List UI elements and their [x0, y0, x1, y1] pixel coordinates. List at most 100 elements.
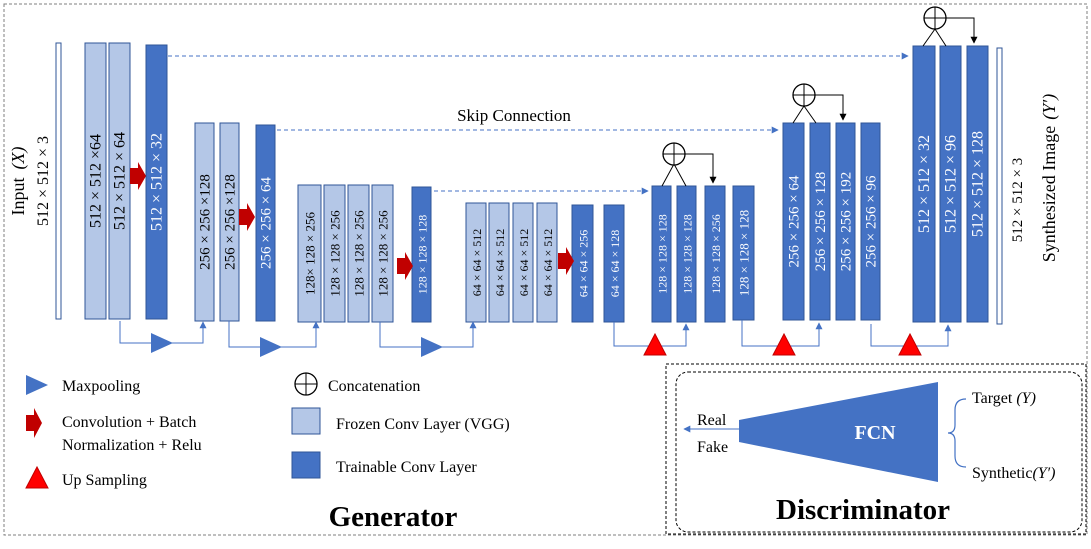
concat-node-2: [792, 83, 847, 124]
decoder-layer-7: [835, 122, 856, 321]
decoder-layer-9: [912, 45, 936, 323]
fake-label: Fake: [697, 439, 728, 456]
skip-connection-label: Skip Connection: [457, 106, 571, 125]
encoder-layer-label-2: 512 × 512 × 64: [112, 132, 129, 230]
decoder-layer-label-7: 256 × 256 × 192: [839, 172, 855, 271]
red-arrow-right-icon: [239, 203, 255, 231]
encoder-layer-label-3: 512 × 512 × 32: [149, 133, 166, 231]
decoder-layer-label-6: 256 × 256 × 128: [813, 172, 829, 271]
upsample-icon: [643, 332, 667, 356]
output-label: Synthesized Image(Y′): [1039, 94, 1060, 262]
encoder-layer-14: [512, 202, 534, 323]
maxpool-markers: [151, 333, 443, 357]
encoder-layer-6: [255, 124, 276, 322]
legend-concat-label: Concatenation: [328, 378, 420, 395]
concat-node-3: [922, 6, 978, 47]
maxpool-icon: [26, 375, 48, 395]
decoder-layer-label-1: 128 × 128 × 128: [656, 214, 670, 294]
red-arrow-right-icon: [558, 247, 574, 275]
fcn-block: [739, 382, 938, 482]
encoder-layer-4: [194, 122, 215, 322]
legend-frozen-label: Frozen Conv Layer (VGG): [336, 416, 510, 433]
upsample-markers: [643, 332, 922, 356]
encoder-layer-label-11: 128 × 128 × 128: [416, 215, 430, 295]
encoder-layer-label-17: 64 × 64 × 128: [608, 230, 622, 298]
encoder-layer-label-13: 64 × 64 × 512: [493, 229, 507, 297]
encoder-layer-label-4: 256 × 256 ×128: [198, 174, 214, 270]
discriminator-title: Discriminator: [776, 494, 950, 526]
encoder-layer-label-7: 128× 128 × 256: [303, 212, 318, 295]
decoder-layer-10: [939, 45, 962, 323]
decoder-layer-label-2: 128 × 128 × 128: [681, 214, 695, 294]
trainable-swatch: [291, 451, 321, 479]
fcn-label: FCN: [854, 422, 896, 444]
maxpool-icon: [260, 337, 282, 357]
maxpool-icon: [421, 337, 443, 357]
encoder-layer-9: [347, 184, 370, 323]
upsample-icon: [772, 332, 796, 356]
decoder-layer-label-8: 256 × 256 × 96: [864, 175, 880, 267]
frozen-swatch: [291, 407, 321, 435]
encoder-layer-11: [411, 186, 432, 323]
encoder-layer-13: [488, 202, 510, 323]
decoder-layer-label-10: 512 × 512 × 96: [943, 135, 960, 233]
legend-conv-label-2: Normalization + Relu: [62, 437, 202, 454]
discriminator: FCN Real Fake Target(Y) Synthetic(Y′) Di…: [683, 382, 1056, 526]
discriminator-inner-border: [675, 371, 1083, 533]
input-brace: [947, 398, 967, 468]
decoder-layer-3: [704, 185, 726, 323]
decoder-layer-label-9: 512 × 512 × 32: [916, 135, 933, 233]
upsample-icon: [25, 465, 49, 489]
decoder-layer-4: [732, 185, 755, 321]
synthetic-label: Synthetic(Y′): [972, 465, 1056, 482]
encoder-layer-label-6: 256 × 256 × 64: [259, 177, 275, 269]
encoder-layer-label-5: 256 × 256 ×128: [223, 174, 239, 270]
decoder-layer-label-11: 512 × 512 × 128: [970, 131, 987, 237]
decoder-layer-label-4: 128 × 128 × 128: [737, 210, 752, 296]
legend-trainable-label: Trainable Conv Layer: [336, 459, 477, 476]
encoder-layer-label-12: 64 × 64 × 512: [470, 229, 484, 297]
decoder-layer-label-5: 256 × 256 × 64: [787, 175, 803, 267]
skip-connections: [168, 52, 909, 195]
decoder-layer-2: [676, 185, 697, 323]
generator-border: [3, 3, 1088, 536]
encoder-layer-1: [84, 42, 107, 320]
decoder-layer-8: [860, 122, 881, 321]
decoder-layer-6: [809, 122, 831, 321]
encoder-layer-label-8: 128 × 128 × 256: [328, 210, 343, 297]
red-arrow-right-icon: [397, 252, 413, 280]
legend: Maxpooling Convolution + Batch Normaliza…: [25, 372, 510, 489]
encoder-layer-label-9: 128 × 128 × 256: [352, 210, 367, 297]
maxpool-icon: [151, 333, 173, 353]
decoder-layer-label-3: 128 × 128 × 256: [709, 214, 723, 294]
target-label: Target(Y): [972, 390, 1036, 407]
encoder-layer-15: [536, 202, 558, 323]
input-dims: 512 × 512 × 3: [35, 136, 52, 226]
concat-nodes: [661, 6, 978, 187]
output-dims: 512 × 512 × 3: [1010, 158, 1026, 242]
encoder-layer-label-10: 128 × 128 × 256: [376, 210, 391, 297]
concat-node-1: [661, 142, 717, 187]
red-arrow-right-icon: [130, 162, 146, 190]
layer-blocks: 512 × 512 ×64 512 × 512 × 64 512 × 512 × 3…: [84, 42, 989, 323]
legend-upsample-label: Up Sampling: [62, 472, 147, 489]
generator-title: Generator: [329, 501, 458, 533]
legend-maxpool-label: Maxpooling: [62, 378, 140, 395]
decoder-layer-11: [966, 45, 989, 323]
encoder-layer-8: [323, 184, 346, 323]
decoder-layer-1: [651, 185, 672, 323]
encoder-layer-3: [145, 44, 168, 320]
encoder-layer-label-1: 512 × 512 ×64: [88, 134, 105, 228]
encoder-layer-10: [371, 184, 394, 323]
encoder-layer-7: [297, 184, 322, 323]
input-label: Input(X): [8, 147, 29, 216]
input-image-bar: [55, 42, 62, 320]
red-arrow-right-icon: [26, 408, 42, 438]
upsample-icon: [898, 332, 922, 356]
routing-lines: [119, 320, 952, 348]
output-image-bar: [996, 47, 1003, 325]
real-label: Real: [697, 412, 727, 429]
encoder-layer-label-14: 64 × 64 × 512: [517, 229, 531, 297]
encoder-layer-label-16: 64 × 64 × 256: [577, 230, 591, 298]
